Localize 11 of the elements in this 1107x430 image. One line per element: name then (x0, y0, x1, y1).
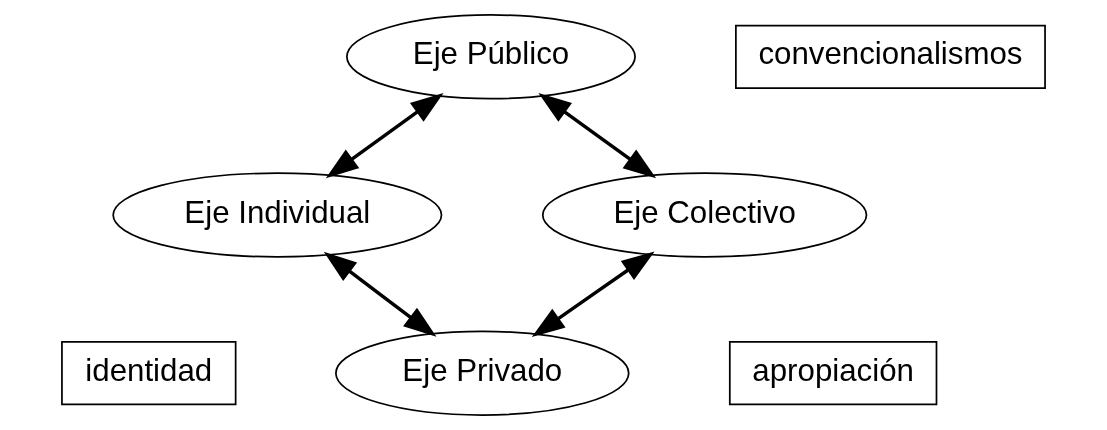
node-box: identidad (61, 341, 237, 406)
node-box: convencionalismos (735, 24, 1046, 89)
node-ellipse: Eje Colectivo (541, 172, 868, 258)
node-ellipse: Eje Público (346, 14, 636, 100)
node-ellipse: Eje Privado (335, 330, 630, 416)
arrow (325, 92, 444, 179)
arrow (538, 92, 657, 179)
node-box: apropiación (728, 341, 938, 406)
node-ellipse: Eje Individual (112, 172, 443, 258)
arrow (531, 251, 655, 337)
arrow (323, 251, 437, 337)
